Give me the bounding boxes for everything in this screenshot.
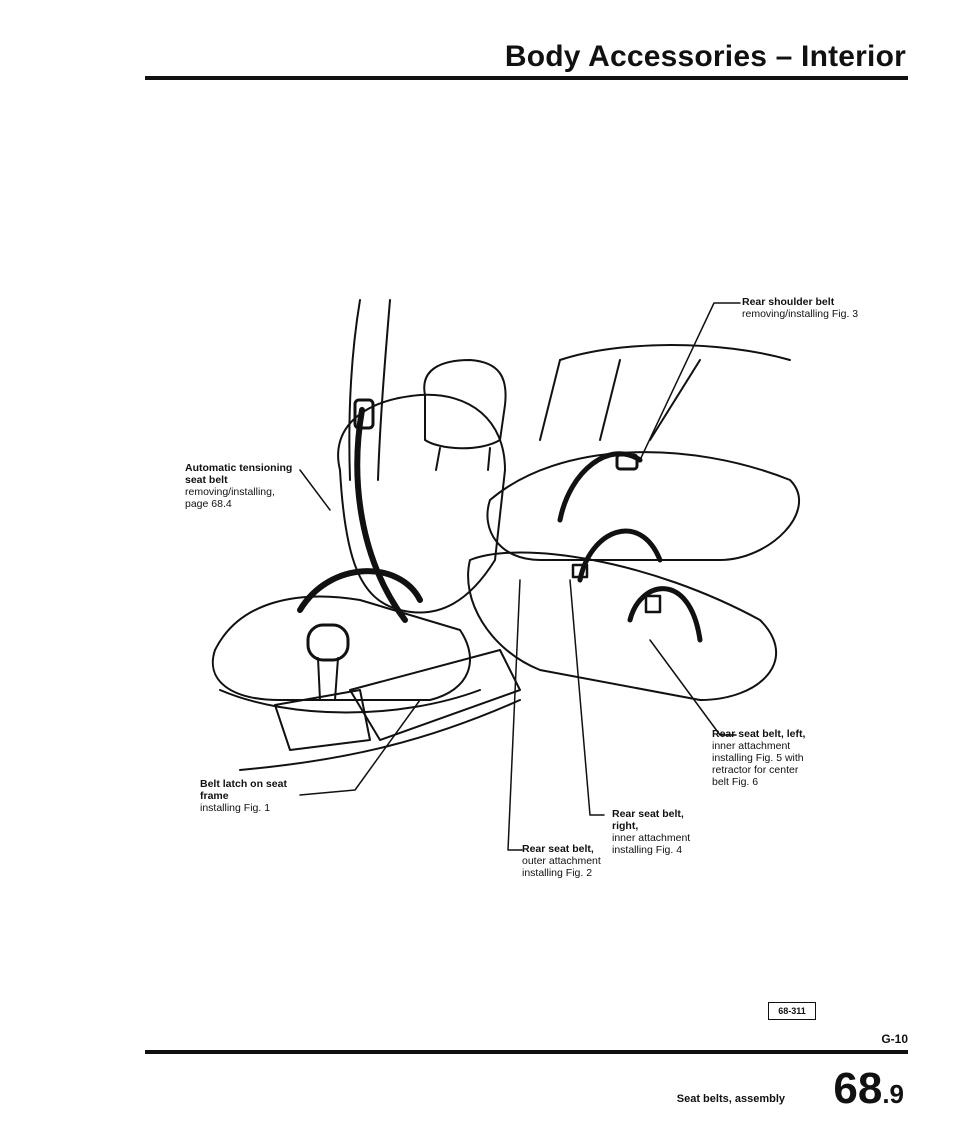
callout-title: Belt latch on seat frame (200, 778, 287, 802)
gear-shift (317, 657, 339, 701)
callout-title: Automatic tensioning seat belt (185, 462, 293, 486)
rear-shoulder-belt (557, 451, 643, 523)
page-title: Body Accessories – Interior (504, 40, 906, 73)
callout-rear-belt-outer: Rear seat belt, outer attachment install… (522, 843, 622, 879)
footer-label: Seat belts, assembly (676, 1093, 785, 1105)
figure-code: G-10 (881, 1032, 908, 1046)
page-number-minor: .9 (882, 1079, 904, 1109)
callout-sub: installing Fig. 1 (200, 802, 271, 814)
rear-seat-cushion (467, 551, 778, 701)
callout-title: Rear seat belt, (522, 843, 594, 855)
front-headrest (423, 359, 507, 450)
callout-sub: inner attachment installing Fig. 4 (612, 832, 691, 856)
callout-sub: inner attachment installing Fig. 5 with … (712, 740, 804, 788)
rear-seat-backrest (486, 451, 800, 561)
callout-automatic-tensioning-belt: Automatic tensioning seat belt removing/… (185, 462, 300, 510)
front-seat-cushion (211, 595, 471, 701)
callout-title: Rear seat belt, left, (712, 728, 806, 740)
callout-sub: outer attachment installing Fig. 2 (522, 855, 601, 879)
figure-reference: 68-311 (768, 1002, 816, 1020)
b-pillar (348, 299, 361, 481)
callout-sub: removing/installing Fig. 3 (742, 308, 859, 320)
front-seat-backrest (337, 393, 506, 614)
page-number: 68.9 (833, 1064, 904, 1114)
callout-title: Rear shoulder belt (742, 296, 835, 308)
callout-rear-belt-right: Rear seat belt, right, inner attachment … (612, 808, 708, 856)
callout-title: Rear seat belt, right, (612, 808, 684, 832)
callout-sub: removing/installing, page 68.4 (185, 486, 275, 510)
header-rule (145, 76, 908, 80)
callout-rear-shoulder-belt: Rear shoulder belt removing/installing F… (742, 296, 922, 320)
footer-rule (145, 1050, 908, 1054)
callout-belt-latch: Belt latch on seat frame installing Fig.… (200, 778, 300, 814)
callout-rear-belt-left: Rear seat belt, left, inner attachment i… (712, 728, 812, 788)
automatic-belt (354, 407, 408, 623)
page-number-major: 68 (833, 1064, 883, 1113)
